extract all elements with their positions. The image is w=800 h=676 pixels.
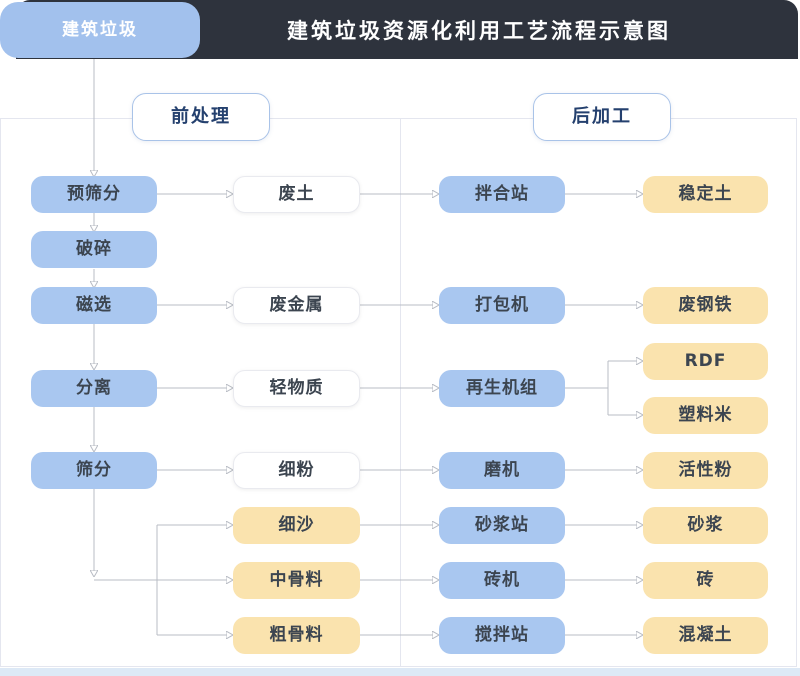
node-mixing-plant: 拌合站 (439, 176, 565, 213)
node-fine-sand: 细沙 (233, 507, 360, 544)
page-title: 建筑垃圾资源化利用工艺流程示意图 (287, 18, 671, 43)
node-brick: 砖 (643, 562, 768, 599)
node-light-material: 轻物质 (233, 370, 360, 407)
node-rdf: RDF (643, 343, 768, 380)
node-scrap-steel: 废钢铁 (643, 287, 768, 324)
node-mill: 磨机 (439, 452, 565, 489)
node-medium-aggregate: 中骨料 (233, 562, 360, 599)
root-node-construction-waste: 建筑垃圾 (0, 2, 200, 58)
section-label-post-processing: 后加工 (533, 93, 671, 141)
node-fine-powder: 细粉 (233, 452, 360, 489)
node-crushing: 破碎 (31, 231, 157, 268)
node-concrete: 混凝土 (643, 617, 768, 654)
node-brick-machine: 砖机 (439, 562, 565, 599)
node-regeneration-unit: 再生机组 (439, 370, 565, 407)
node-waste-soil: 废土 (233, 176, 360, 213)
node-waste-metal: 废金属 (233, 287, 360, 324)
column-divider (400, 118, 401, 667)
node-screening: 筛分 (31, 452, 157, 489)
node-coarse-aggregate: 粗骨料 (233, 617, 360, 654)
footer-strip (0, 668, 800, 676)
node-plastic-pellets: 塑料米 (643, 397, 768, 434)
node-mortar-plant: 砂浆站 (439, 507, 565, 544)
node-pre-screening: 预筛分 (31, 176, 157, 213)
node-magnetic-separation: 磁选 (31, 287, 157, 324)
node-concrete-mixing-plant: 搅拌站 (439, 617, 565, 654)
node-active-powder: 活性粉 (643, 452, 768, 489)
node-baler: 打包机 (439, 287, 565, 324)
node-stabilized-soil: 稳定土 (643, 176, 768, 213)
section-label-pre-processing: 前处理 (132, 93, 270, 141)
node-mortar: 砂浆 (643, 507, 768, 544)
node-separation: 分离 (31, 370, 157, 407)
